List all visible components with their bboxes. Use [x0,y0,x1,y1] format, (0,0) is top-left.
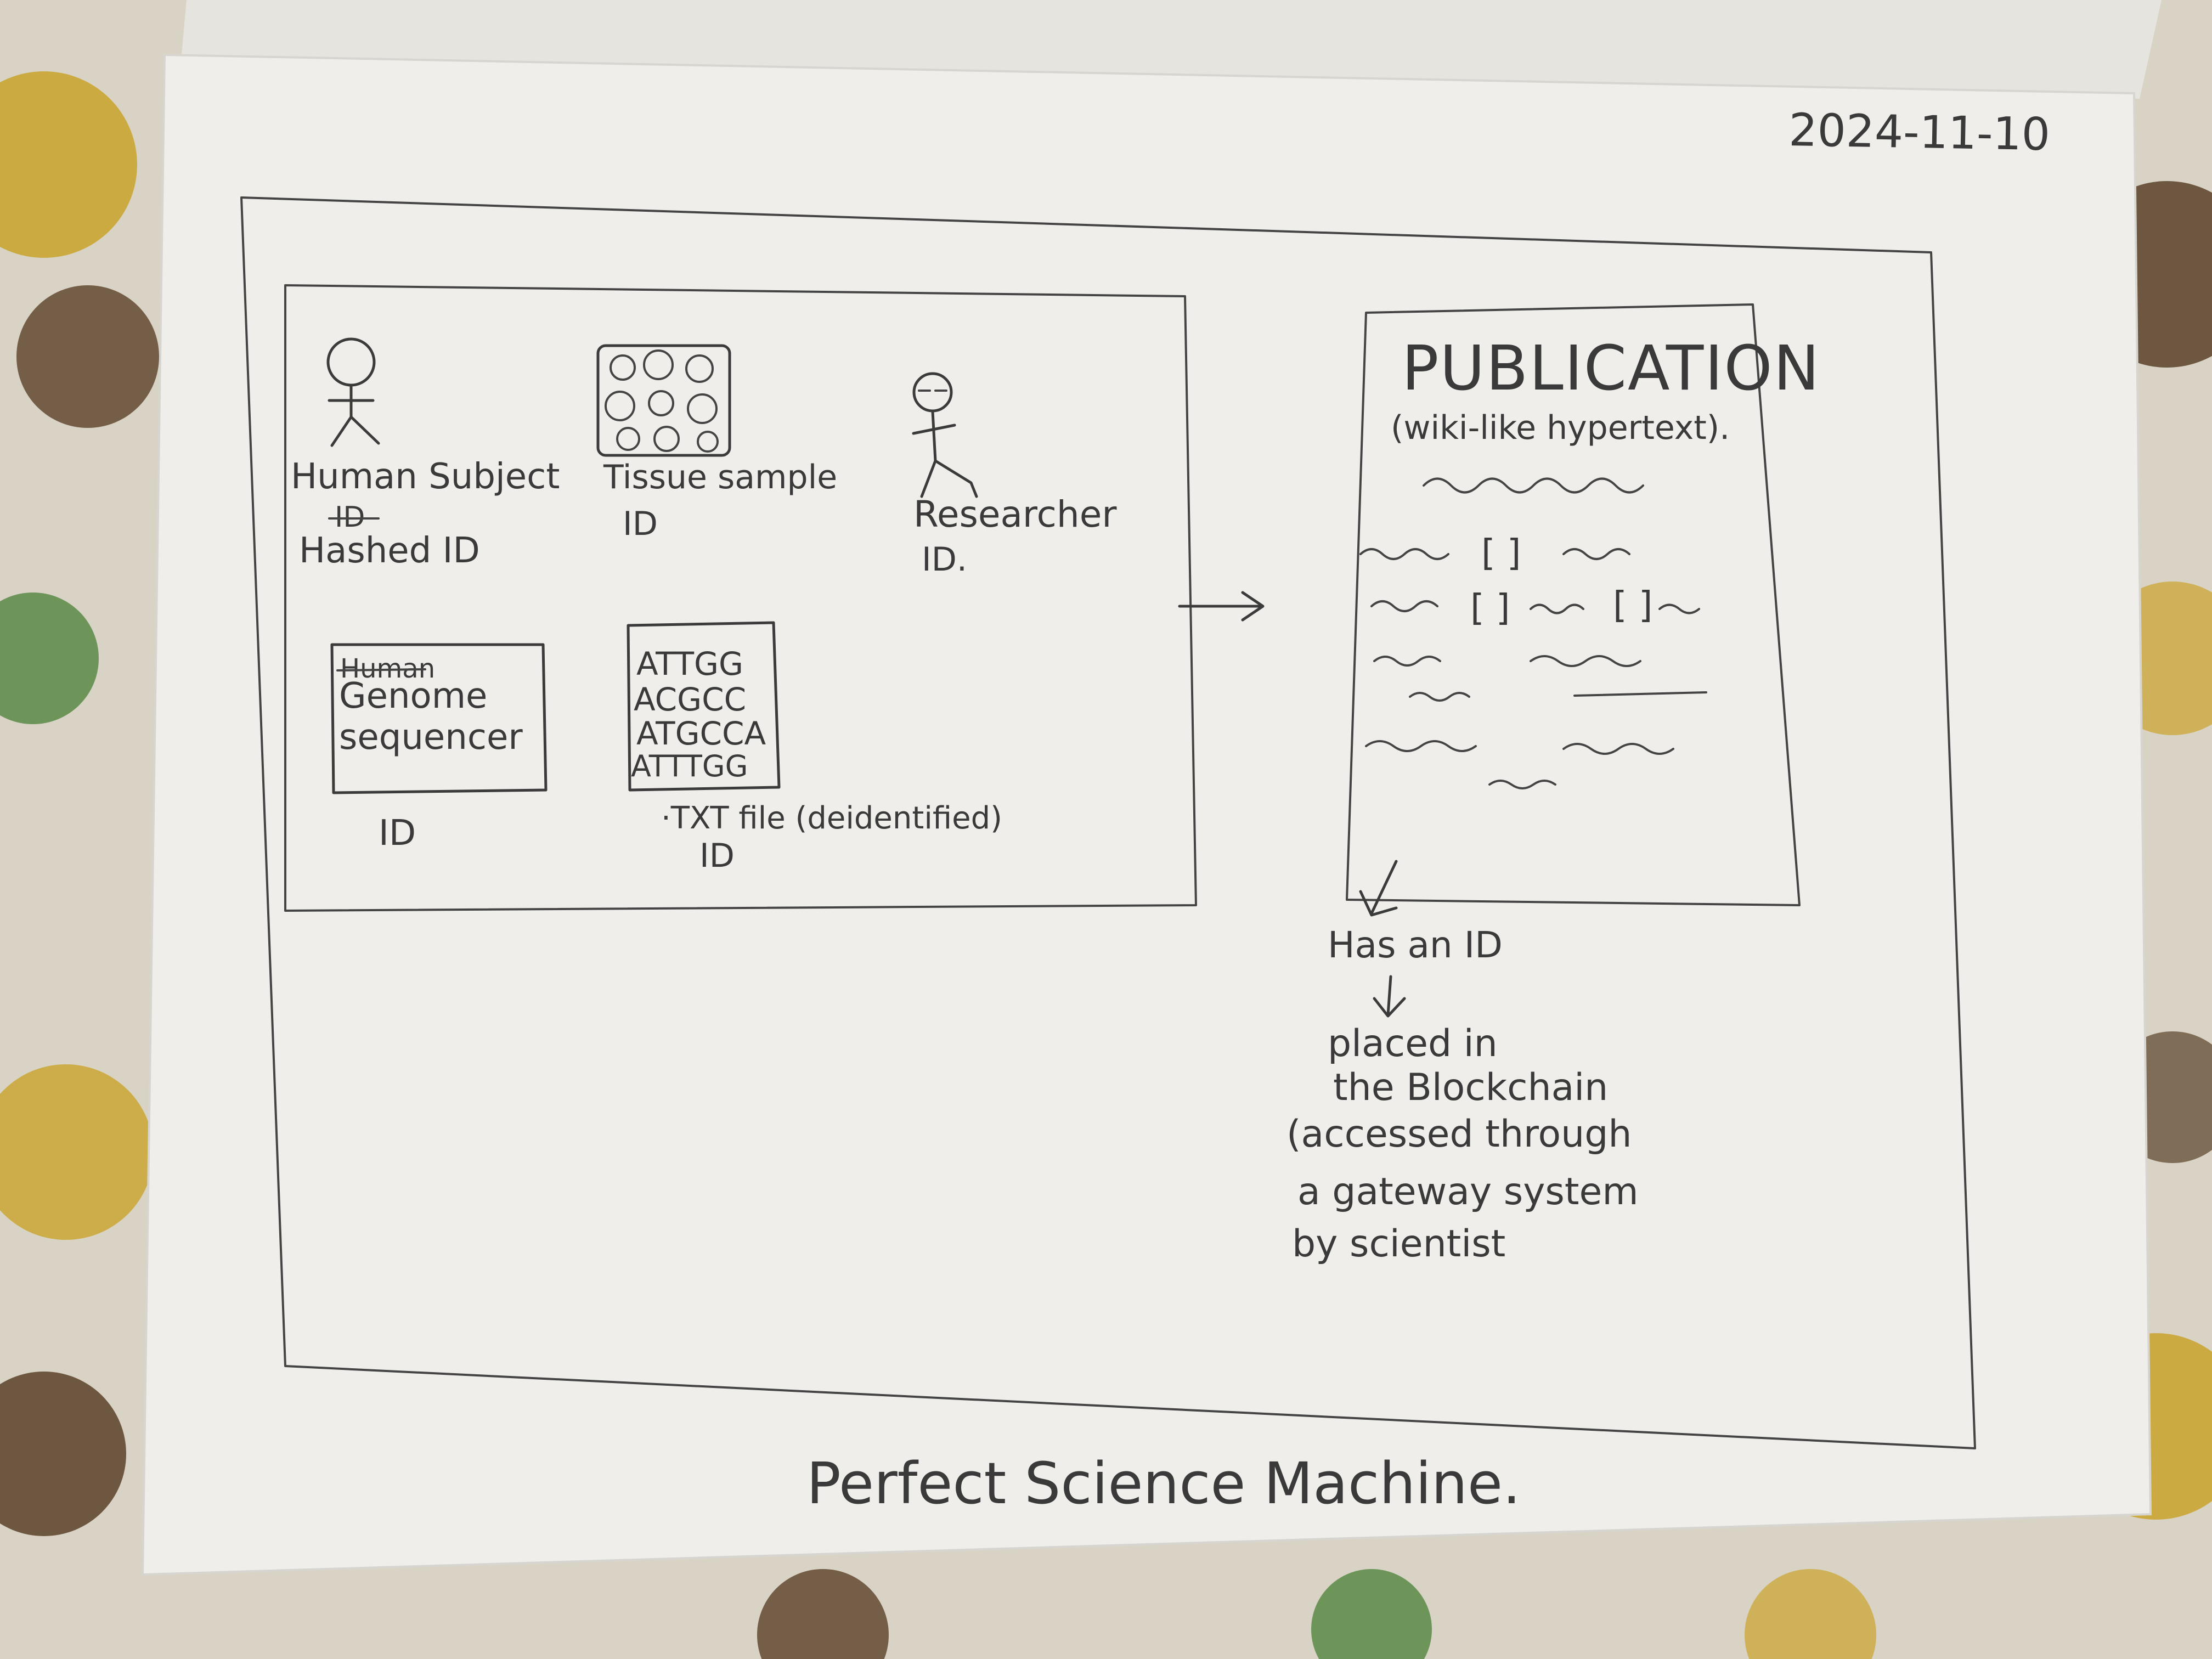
data-sources-panel [284,284,1197,912]
hyperlink-bracket-1: [ ] [1481,532,1521,574]
publication-subtitle: (wiki-like hypertext). [1391,409,1730,447]
outer-frame [240,196,1976,1449]
human-subject-label: Human Subject [291,456,560,497]
researcher-group: Researcher ID. [912,372,1117,579]
blockchain-note-line-3: (accessed through [1286,1113,1632,1156]
dna-line-1: ATTGG [636,645,743,682]
tissue-sample-group: Tissue sample ID [596,344,837,543]
has-id-note: Has an ID [1328,924,1503,966]
researcher-id: ID. [922,540,967,579]
diagram-title: Perfect Science Machine. [806,1450,1521,1517]
squiggle-text-lines [1359,477,1707,789]
dna-line-3: ATGCCA [636,715,766,752]
blockchain-note-line-4: a gateway system [1297,1170,1639,1214]
notebook-page [141,0,2162,1576]
dna-file-caption: ·TXT file (deidentified) [661,800,1002,836]
sequencer-line1: Genome [339,676,487,716]
tissue-sample-id: ID [623,505,658,543]
genome-sequencer-group: Human Genome sequencer ID [330,643,548,854]
publication-group: PUBLICATION (wiki-like hypertext). [ ] [… [1346,303,1820,906]
researcher-figure-icon [912,372,978,498]
stick-figure-icon [326,337,380,447]
strike-through [336,668,426,672]
arrow-down-icon [1359,860,1398,917]
hashed-id-label: Hashed ID [299,531,480,571]
date-label: 2024-11-10 [1788,104,2051,161]
dna-file-box [627,621,781,792]
researcher-label: Researcher [913,493,1117,535]
dna-line-2: ACGCC [634,681,746,718]
sequencer-id: ID [379,813,416,854]
blockchain-note-line-1: placed in [1328,1022,1498,1065]
hyperlink-bracket-3: [ ] [1613,584,1652,626]
dna-line-4: ATTTGG [631,749,748,783]
dna-file-group: ATTGG ACGCC ATGCCA ATTTGG ·TXT file (dei… [627,621,1002,875]
publication-title: PUBLICATION [1402,333,1820,404]
dna-file-id: ID [699,837,735,875]
human-subject-group: Human Subject ID Hashed ID [291,337,560,571]
hyperlink-bracket-2: [ ] [1470,586,1510,629]
blockchain-note-line-5: by scientist [1292,1222,1505,1266]
arrow-down-icon [1373,975,1406,1018]
tissue-cells-icon [596,344,731,457]
publication-page [1346,303,1801,906]
sequencer-line2: sequencer [339,717,523,758]
sequencer-box [330,643,548,794]
arrow-right-icon [1178,591,1265,622]
blockchain-note-line-2: the Blockchain [1333,1066,1608,1109]
tissue-sample-label: Tissue sample [603,458,837,496]
